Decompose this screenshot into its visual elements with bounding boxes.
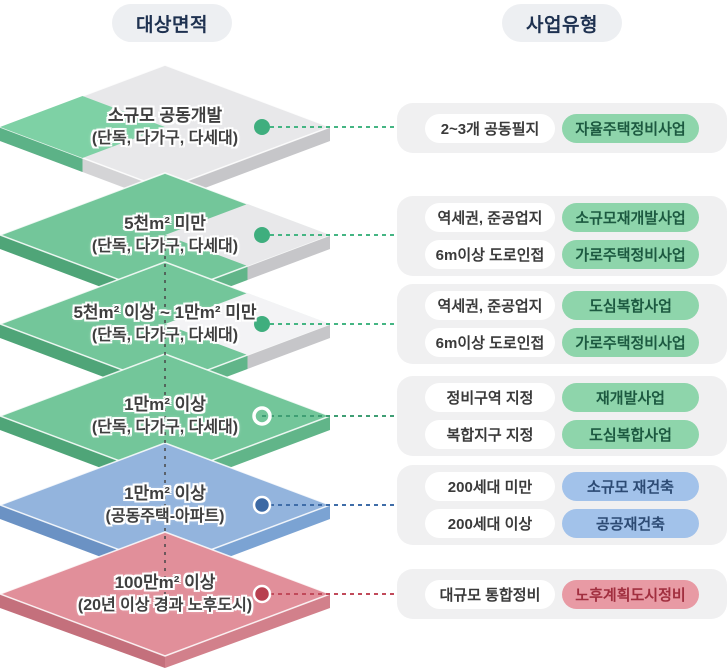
project-pill: 공공재건축 (562, 509, 699, 538)
condition-pill: 정비구역 지정 (425, 383, 555, 412)
info-row: 6m이상 도로인접 가로주택정비사업 (425, 328, 699, 357)
header-business-type-label: 사업유형 (526, 14, 598, 36)
condition-pill: 200세대 미만 (425, 472, 555, 501)
connector-layer-1 (254, 119, 398, 135)
connector-layer-2 (254, 227, 398, 243)
dot-layer-3 (254, 316, 270, 332)
info-box-1: 2~3개 공동필지 자율주택정비사업 (397, 103, 727, 153)
info-row: 2~3개 공동필지 자율주택정비사업 (425, 113, 699, 143)
info-row: 역세권, 준공업지 소규모재개발사업 (425, 203, 699, 232)
info-box-3: 역세권, 준공업지 도심복합사업 6m이상 도로인접 가로주택정비사업 (397, 284, 727, 364)
project-pill: 도심복합사업 (562, 291, 699, 320)
connector-layer-5 (252, 495, 398, 515)
condition-pill: 6m이상 도로인접 (425, 328, 555, 357)
dot-layer-6 (252, 584, 272, 604)
connector-layer-6 (252, 584, 398, 604)
info-row: 복합지구 지정 도심복합사업 (425, 420, 699, 449)
project-pill: 가로주택정비사업 (562, 328, 699, 357)
info-row: 정비구역 지정 재개발사업 (425, 383, 699, 412)
info-row: 200세대 미만 소규모 재건축 (425, 472, 699, 501)
condition-pill: 역세권, 준공업지 (425, 203, 555, 232)
info-row: 대규모 통합정비 노후계획도시정비 (425, 579, 699, 609)
condition-pill: 6m이상 도로인접 (425, 240, 555, 269)
dot-layer-5 (252, 495, 272, 515)
condition-pill: 대규모 통합정비 (425, 579, 555, 609)
connector-layer-3 (254, 316, 398, 332)
dot-layer-4 (252, 406, 272, 426)
condition-pill: 200세대 이상 (425, 509, 555, 538)
info-box-5: 200세대 미만 소규모 재건축 200세대 이상 공공재건축 (397, 465, 727, 545)
condition-pill: 2~3개 공동필지 (425, 113, 555, 143)
header-target-area-label: 대상면적 (136, 14, 208, 36)
project-pill: 소규모 재건축 (562, 472, 699, 501)
header-target-area: 대상면적 (112, 4, 232, 42)
info-row: 200세대 이상 공공재건축 (425, 509, 699, 538)
connector-layer-4 (252, 406, 398, 426)
project-pill: 재개발사업 (562, 383, 699, 412)
project-pill: 가로주택정비사업 (562, 240, 699, 269)
header-business-type: 사업유형 (502, 4, 622, 42)
info-box-6: 대규모 통합정비 노후계획도시정비 (397, 569, 727, 619)
condition-pill: 복합지구 지정 (425, 420, 555, 449)
info-row: 역세권, 준공업지 도심복합사업 (425, 291, 699, 320)
project-pill: 도심복합사업 (562, 420, 699, 449)
info-row: 6m이상 도로인접 가로주택정비사업 (425, 240, 699, 269)
info-box-4: 정비구역 지정 재개발사업 복합지구 지정 도심복합사업 (397, 376, 727, 456)
project-pill: 소규모재개발사업 (562, 203, 699, 232)
project-pill: 자율주택정비사업 (562, 113, 699, 143)
info-box-2: 역세권, 준공업지 소규모재개발사업 6m이상 도로인접 가로주택정비사업 (397, 196, 727, 276)
project-pill: 노후계획도시정비 (562, 579, 699, 609)
condition-pill: 역세권, 준공업지 (425, 291, 555, 320)
dot-layer-2 (254, 227, 270, 243)
dot-layer-1 (254, 119, 270, 135)
